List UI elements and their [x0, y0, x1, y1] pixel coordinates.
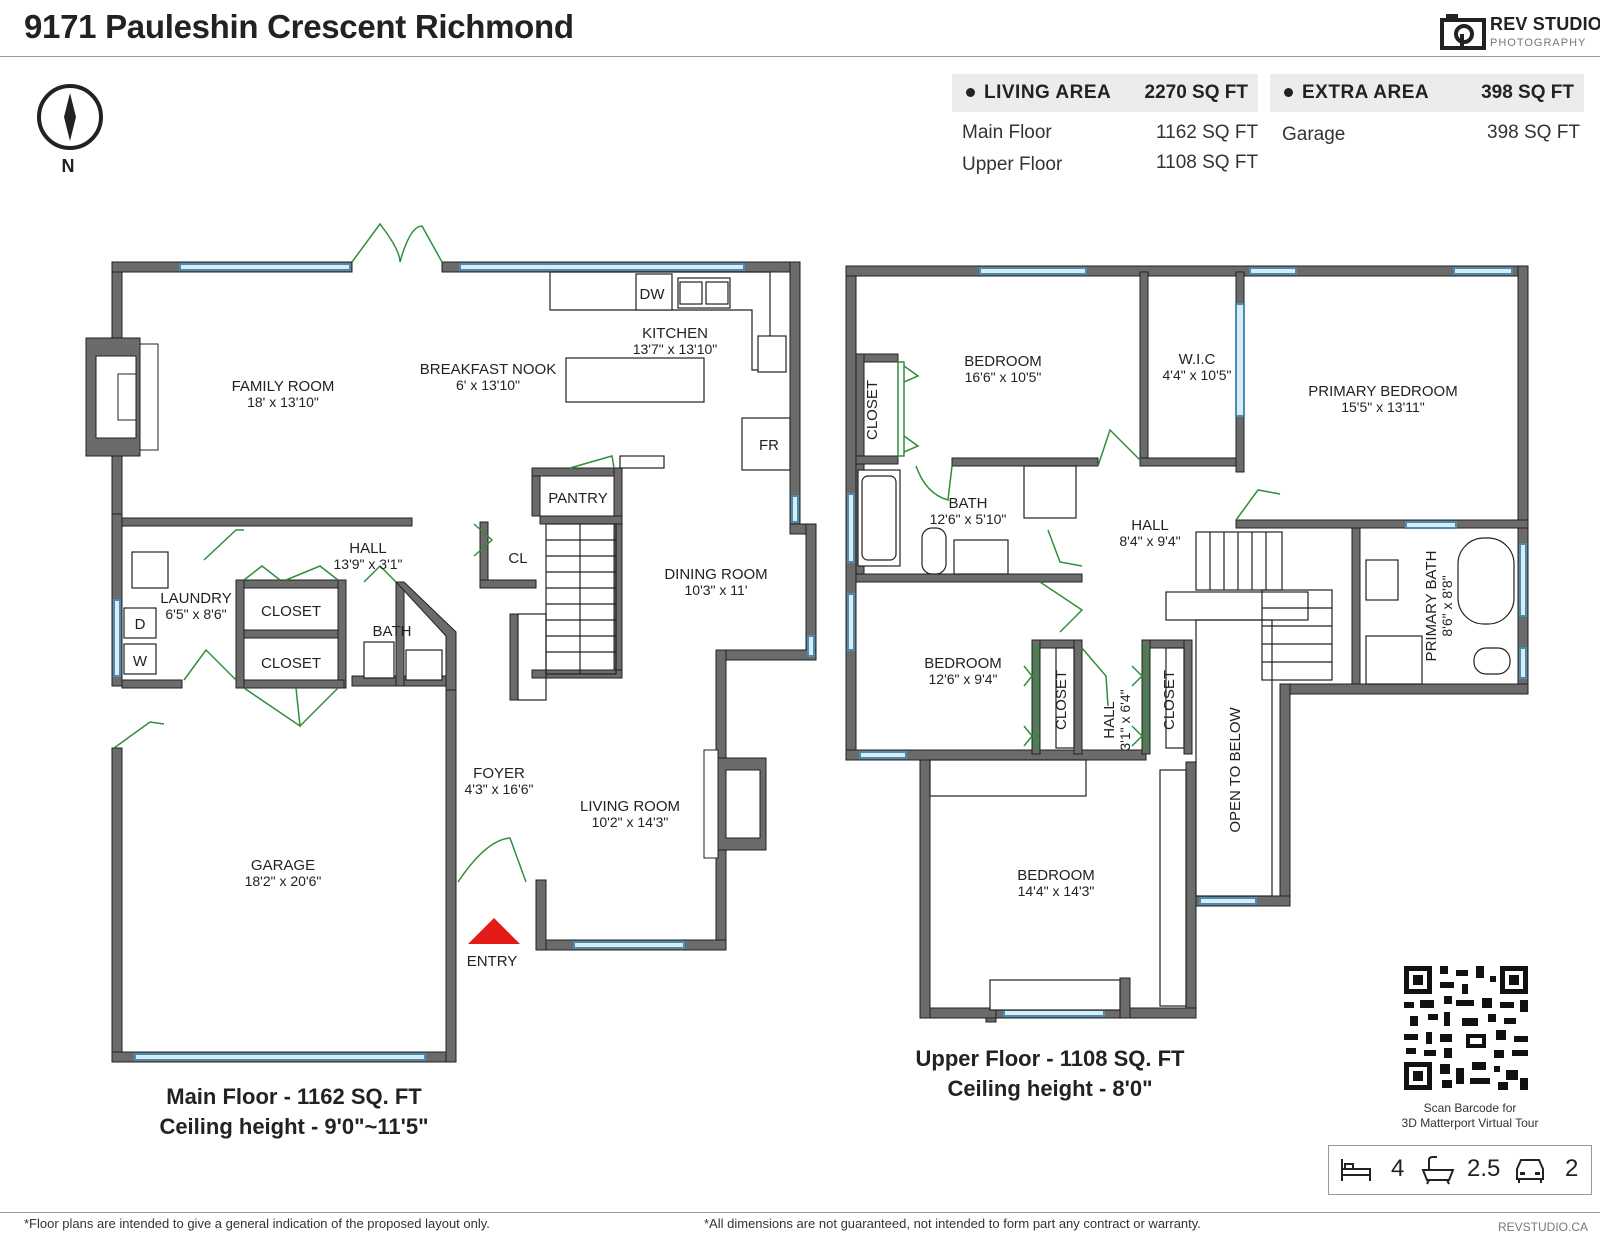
room-name: LIVING ROOM: [580, 798, 680, 815]
area-row-name: Upper Floor: [962, 154, 1063, 175]
room-name: PRIMARY BEDROOM: [1308, 383, 1457, 400]
compass-icon: [37, 84, 103, 150]
room-name: KITCHEN: [642, 325, 708, 342]
room-dim: 4'3" x 16'6": [465, 781, 534, 797]
room-name: OPEN TO BELOW: [1227, 707, 1244, 833]
room-dim: 13'7" x 13'10": [633, 341, 718, 357]
room-name: BEDROOM: [1017, 867, 1095, 884]
garage-count: 2: [1565, 1155, 1579, 1182]
bullet-icon: [966, 88, 975, 97]
living-area-header: LIVING AREA 2270 SQ FT: [952, 74, 1258, 112]
extra-area-label: EXTRA AREA: [1302, 82, 1430, 103]
bed-icon: [1341, 1159, 1371, 1181]
room-name: FOYER: [473, 765, 525, 782]
main-floor-ceiling: Ceiling height - 9'0"~11'5": [159, 1114, 429, 1139]
room-name: HALL: [1131, 517, 1169, 534]
compass-label: N: [62, 156, 75, 176]
area-row-value: 1108 SQ FT: [1156, 152, 1259, 173]
main-floor-area: Main Floor - 1162 SQ. FT: [166, 1084, 422, 1109]
area-row-value: 1162 SQ FT: [1156, 122, 1259, 143]
qr-caption-line1: Scan Barcode for: [1423, 1101, 1517, 1115]
extra-area-header: EXTRA AREA 398 SQ FT: [1270, 74, 1584, 112]
room-name: CLOSET: [1161, 670, 1178, 730]
area-row-name: Garage: [1282, 124, 1346, 145]
room-dim: 18' x 13'10": [247, 394, 319, 410]
main-floor-labels: FAMILY ROOM 18' x 13'10" BREAKFAST NOOK …: [133, 286, 779, 970]
floor-plan: N: [37, 84, 1530, 1092]
camera-icon: [1440, 14, 1486, 50]
footer-website: REVSTUDIO.CA: [1497, 1220, 1588, 1234]
bullet-icon: [1284, 88, 1293, 97]
room-dim: 16'6" x 10'5": [965, 369, 1042, 385]
room-name: FAMILY ROOM: [232, 378, 335, 395]
room-name: PANTRY: [548, 490, 607, 507]
room-dim: 6'5" x 8'6": [165, 606, 226, 622]
room-name: BATH: [949, 495, 988, 512]
appliance-label: FR: [759, 437, 779, 454]
appliance-label: DW: [640, 286, 666, 303]
footer-divider: [0, 1212, 1600, 1213]
property-stats: 4 2.5 2: [1328, 1145, 1592, 1195]
qr-caption: Scan Barcode for 3D Matterport Virtual T…: [1370, 1101, 1570, 1131]
brand-logo: REV STUDIO PHOTOGRAPHY: [1440, 12, 1600, 52]
main-floor-caption: Main Floor - 1162 SQ. FT Ceiling height …: [84, 1084, 504, 1140]
room-name: CLOSET: [261, 655, 321, 672]
room-dim: 10'3" x 11': [685, 582, 748, 598]
upper-floor-labels: BEDROOM 16'6" x 10'5" CLOSET W.I.C 4'4" …: [864, 351, 1458, 899]
footer-disclaimer-left: *Floor plans are intended to give a gene…: [24, 1216, 490, 1231]
room-name: BEDROOM: [964, 353, 1042, 370]
footer-disclaimer-right: *All dimensions are not guaranteed, not …: [704, 1216, 1201, 1231]
upper-floor-caption: Upper Floor - 1108 SQ. FT Ceiling height…: [840, 1046, 1260, 1102]
room-dim: 6' x 13'10": [456, 377, 520, 393]
room-dim: 12'6" x 9'4": [929, 671, 998, 687]
area-row-name: Main Floor: [962, 122, 1052, 143]
room-name: CL: [508, 550, 527, 567]
room-dim: 4'4" x 10'5": [1163, 367, 1232, 383]
garage-car-icon: [1516, 1159, 1544, 1183]
room-dim: 8'4" x 9'4": [1119, 533, 1180, 549]
room-dim: 8'6" x 8'8": [1439, 575, 1455, 636]
main-floor-plan: [85, 222, 817, 1063]
beds-count: 4: [1391, 1155, 1405, 1182]
page-title: 9171 Pauleshin Crescent Richmond: [24, 8, 574, 45]
room-dim: 18'2" x 20'6": [245, 873, 322, 889]
appliance-label: W: [133, 653, 148, 670]
room-name: CLOSET: [864, 380, 881, 440]
room-name: W.I.C: [1179, 351, 1216, 368]
entry-label: ENTRY: [467, 953, 518, 970]
appliance-label: D: [135, 616, 146, 633]
room-name: CLOSET: [1053, 670, 1070, 730]
living-area-total: 2270 SQ FT: [1144, 82, 1249, 103]
room-name: HALL: [349, 540, 387, 557]
header-divider: [0, 56, 1600, 57]
baths-count: 2.5: [1467, 1155, 1501, 1182]
room-dim: 15'5" x 13'11": [1341, 399, 1425, 415]
upper-floor-plan: [845, 265, 1529, 1023]
room-dim: 3'1" x 6'4": [1117, 689, 1133, 750]
area-row-value: 398 SQ FT: [1487, 122, 1580, 143]
living-area-label: LIVING AREA: [984, 82, 1112, 103]
qr-caption-line2: 3D Matterport Virtual Tour: [1401, 1116, 1539, 1130]
room-name: PRIMARY BATH: [1423, 551, 1440, 662]
room-name: LAUNDRY: [160, 590, 231, 607]
room-name: CLOSET: [261, 603, 321, 620]
upper-floor-area: Upper Floor - 1108 SQ. FT: [915, 1046, 1185, 1071]
room-dim: 13'9" x 3'1": [334, 556, 403, 572]
upper-floor-ceiling: Ceiling height - 8'0": [947, 1076, 1153, 1101]
room-name: BEDROOM: [924, 655, 1002, 672]
brand-subtitle: PHOTOGRAPHY: [1490, 37, 1587, 49]
brand-name: REV STUDIO: [1490, 14, 1600, 34]
room-dim: 12'6" x 5'10": [930, 511, 1007, 527]
bath-icon: [1421, 1156, 1455, 1185]
room-name: BATH: [373, 623, 412, 640]
room-dim: 10'2" x 14'3": [592, 814, 669, 830]
room-name: GARAGE: [251, 857, 315, 874]
qr-code-icon: [1402, 964, 1530, 1092]
entry-arrow-icon: [468, 918, 520, 944]
room-name: HALL: [1101, 701, 1118, 739]
room-dim: 14'4" x 14'3": [1018, 883, 1095, 899]
extra-area-total: 398 SQ FT: [1481, 82, 1574, 103]
room-name: DINING ROOM: [664, 566, 767, 583]
room-name: BREAKFAST NOOK: [420, 361, 556, 378]
